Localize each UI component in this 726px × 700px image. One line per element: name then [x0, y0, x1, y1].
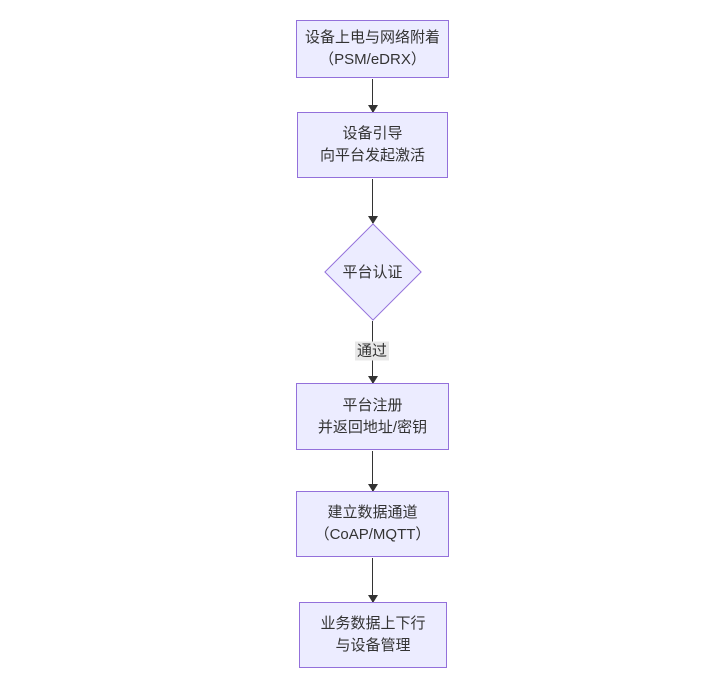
node-text-line: 设备上电与网络附着 [304, 29, 440, 46]
edge-channel-to-business [367, 558, 378, 603]
node-text-line: 向平台发起激活 [319, 147, 425, 164]
node-text-line: （CoAP/MQTT） [314, 526, 431, 543]
node-business-data: 业务数据上下行 与设备管理 [299, 602, 447, 668]
node-text-line: 平台认证 [342, 264, 403, 281]
edge-label-pass: 通过 [354, 341, 390, 361]
node-text-line: 并返回地址/密钥 [317, 418, 428, 436]
node-platform-register: 平台注册 并返回地址/密钥 [296, 383, 449, 450]
node-text-line: 平台注册 [342, 396, 403, 414]
node-text-line: （PSM/eDRX） [319, 51, 426, 68]
arrowhead-icon [367, 376, 378, 384]
edge-bootstrap-to-auth [367, 179, 378, 224]
edge-register-to-channel [367, 451, 378, 492]
arrowhead-icon [367, 216, 378, 224]
node-text-line: 建立数据通道 [327, 504, 418, 521]
node-bootstrap-activate: 设备引导 向平台发起激活 [297, 112, 448, 178]
node-power-attach: 设备上电与网络附着 （PSM/eDRX） [296, 20, 449, 78]
arrowhead-icon [367, 105, 378, 113]
arrowhead-icon [367, 595, 378, 603]
node-text-line: 设备引导 [342, 125, 403, 142]
node-text-line: 与设备管理 [335, 637, 411, 654]
node-data-channel: 建立数据通道 （CoAP/MQTT） [296, 491, 449, 557]
edge-power-to-bootstrap [367, 79, 378, 113]
node-text-line: 业务数据上下行 [320, 615, 426, 632]
arrowhead-icon [367, 484, 378, 492]
decision-platform-auth: 平台认证 [323, 222, 422, 321]
